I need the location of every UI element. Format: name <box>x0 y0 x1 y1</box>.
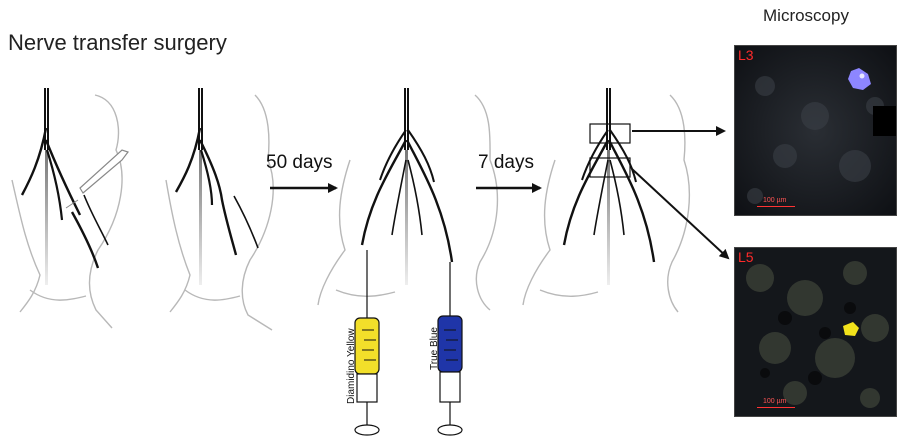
micrograph-l3 <box>735 46 896 215</box>
syringe-true-blue <box>438 262 462 435</box>
mouse-figure-surgery <box>12 88 128 328</box>
step-label-1: 50 days <box>266 152 333 174</box>
scale-bar-l5 <box>757 407 795 408</box>
microscopy-panel-l5: L5 100 µm <box>734 247 897 417</box>
step-label-2: 7 days <box>478 152 534 174</box>
dye-label-yellow: Diamidino Yellow <box>346 328 357 404</box>
microscopy-panel-l3: L3 100 µm <box>734 45 897 216</box>
microscopy-title: Microscopy <box>763 6 849 26</box>
scale-bar-l3 <box>757 206 795 207</box>
scale-text-l5: 100 µm <box>763 398 787 405</box>
scale-text-l3: 100 µm <box>763 197 787 204</box>
syringe-diamidino-yellow <box>355 250 379 435</box>
dye-label-blue: True Blue <box>429 327 440 370</box>
mouse-figure-transfer <box>166 88 273 330</box>
figure-title: Nerve transfer surgery <box>8 30 227 56</box>
panel-label-l3: L3 <box>738 47 754 63</box>
mouse-figure-injection <box>318 88 497 310</box>
panel-label-l5: L5 <box>738 249 754 265</box>
micrograph-l5 <box>735 248 896 416</box>
